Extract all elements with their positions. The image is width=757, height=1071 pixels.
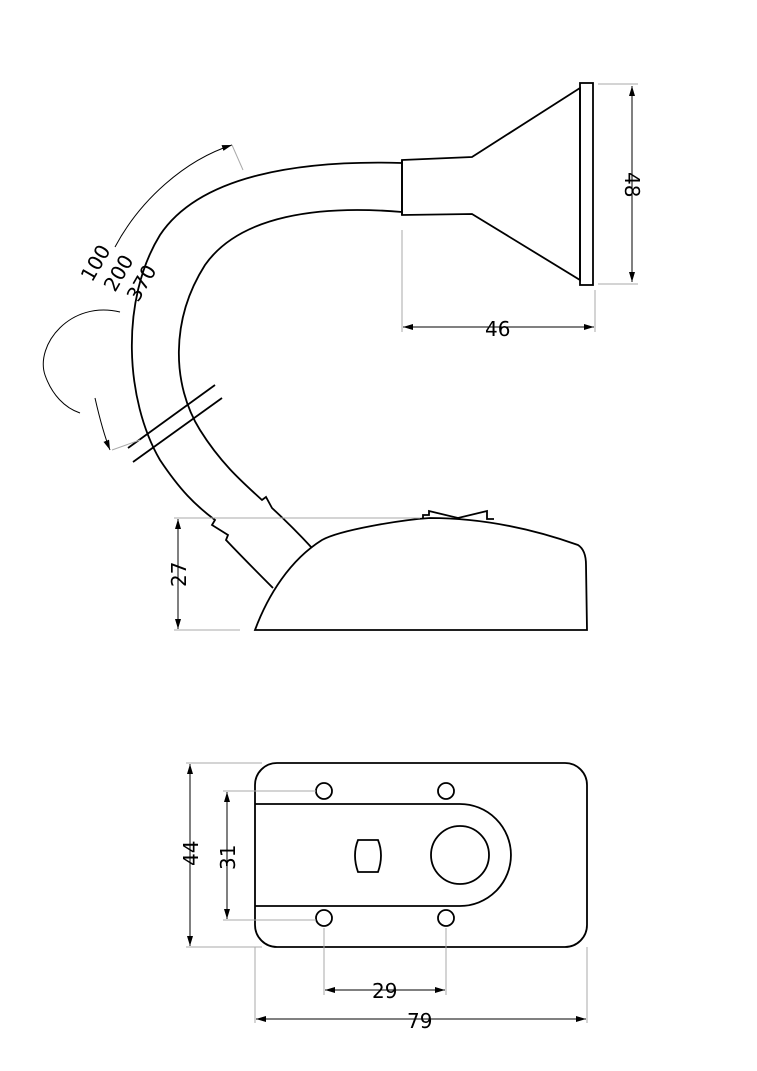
dim-27-label: 27 [167, 562, 191, 587]
lamp-base [253, 509, 588, 631]
dim-44-label: 44 [179, 841, 203, 866]
gooseneck-arm [127, 161, 403, 589]
switch [422, 509, 494, 520]
dim-31-label: 31 [216, 845, 240, 870]
dim-29-label: 29 [372, 979, 397, 1003]
hole-vertical-dimension: 31 [216, 790, 316, 921]
hole-horizontal-dimension: 29 [323, 928, 447, 1003]
base-height-dimension: 27 [167, 517, 420, 631]
bottom-width-dimension: 79 [254, 947, 588, 1033]
arm-length-dimension: 100 200 370 [76, 144, 244, 306]
flex-rotation-indicator [42, 309, 141, 451]
dim-46-label: 46 [485, 317, 510, 341]
head-depth-dimension: 46 [401, 230, 596, 341]
bottom-height-dimension: 44 [179, 762, 262, 948]
dim-48-label: 48 [620, 172, 644, 197]
lamp-head [401, 82, 594, 286]
base-bottom-view [254, 762, 588, 948]
dim-79-label: 79 [407, 1009, 432, 1033]
head-height-dimension: 48 [598, 83, 644, 285]
